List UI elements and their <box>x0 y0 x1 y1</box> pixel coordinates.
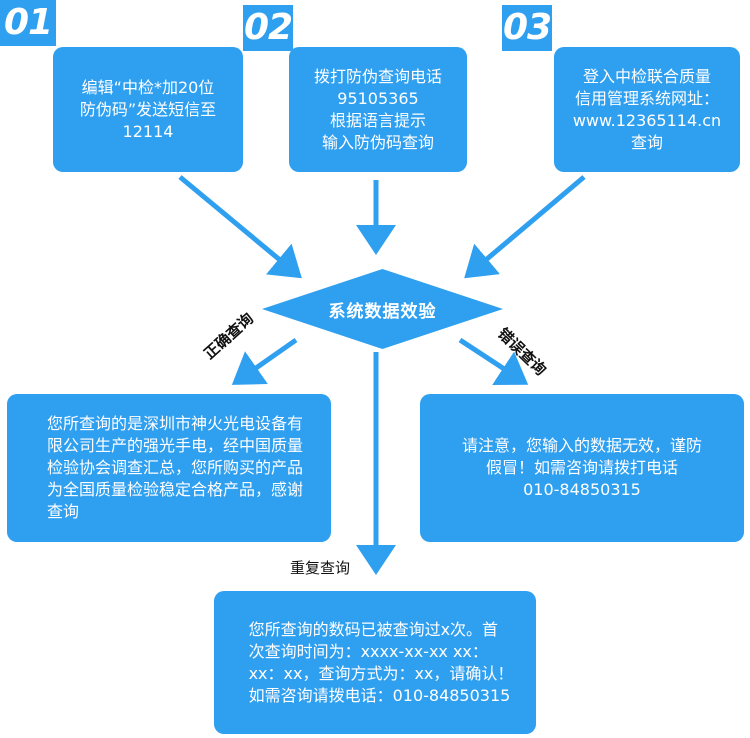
wrong-result-text: 请注意，您输入的数据无效，谨防 假冒！如需咨询请拨打电话 010-8485031… <box>461 436 702 499</box>
correct-result-box: 您所查询的是深圳市神火光电设备有 限公司生产的强光手电，经中国质量 检验协会调查… <box>7 394 331 542</box>
repeat-result-text: 您所查询的数码已被查询过x次。首 次查询时间为：xxxx-xx-xx xx： x… <box>248 619 514 705</box>
validation-label: 系统数据效验 <box>328 301 437 322</box>
arrow-center-to-wrong <box>458 337 529 386</box>
step-1-number: 01 <box>0 0 56 46</box>
arrow-step3-to-center <box>464 175 586 279</box>
step-3-number: 03 <box>502 5 552 51</box>
wrong-result-box: 请注意，您输入的数据无效，谨防 假冒！如需咨询请拨打电话 010-8485031… <box>420 394 744 542</box>
step-3-text: 登入中检联合质量 信用管理系统网址： www.12365114.cn 查询 <box>572 66 722 152</box>
validation-diamond <box>262 269 503 349</box>
correct-result-text: 您所查询的是深圳市神火光电设备有 限公司生产的强光手电，经中国质量 检验协会调查… <box>46 414 303 521</box>
arrow-center-to-correct <box>231 337 298 385</box>
repeat-query-label: 重复查询 <box>290 559 351 577</box>
step-2-box: 拨打防伪查询电话 95105365 根据语言提示 输入防伪码查询 <box>289 47 467 172</box>
step-2-text: 拨打防伪查询电话 95105365 根据语言提示 输入防伪码查询 <box>313 66 442 152</box>
step-3-box: 登入中检联合质量 信用管理系统网址： www.12365114.cn 查询 <box>554 47 740 172</box>
step-1-box: 编辑“中检*加20位 防伪码”发送短信至 12114 <box>53 47 243 172</box>
step-1-text: 编辑“中检*加20位 防伪码”发送短信至 12114 <box>79 77 217 141</box>
step-2-number: 02 <box>243 5 293 51</box>
arrow-step1-to-center <box>178 175 302 279</box>
repeat-result-box: 您所查询的数码已被查询过x次。首 次查询时间为：xxxx-xx-xx xx： x… <box>214 591 536 734</box>
